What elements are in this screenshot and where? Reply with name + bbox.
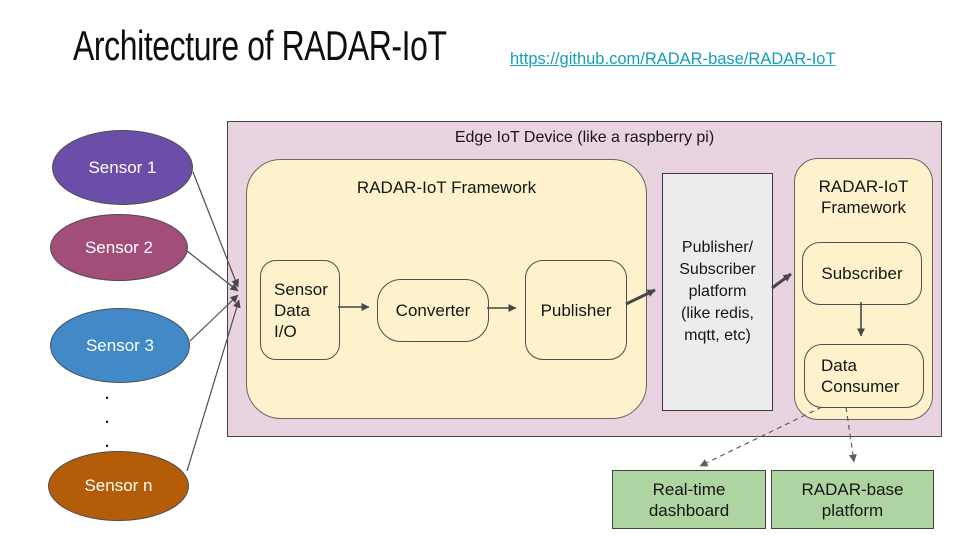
framework-right-label: RADAR-IoT Framework bbox=[818, 177, 909, 217]
converter-label: Converter bbox=[395, 301, 471, 320]
radar-iot-framework-right: RADAR-IoT Framework Subscriber Data Cons… bbox=[794, 158, 933, 420]
sensor-ellipsis-dots: . . . bbox=[104, 379, 111, 452]
data-consumer-node: Data Consumer bbox=[804, 344, 924, 408]
sensor-n-label: Sensor n bbox=[84, 476, 153, 495]
publisher-label: Publisher bbox=[540, 300, 612, 320]
framework-left-label: RADAR-IoT Framework bbox=[356, 178, 537, 197]
converter-node: Converter bbox=[377, 279, 489, 342]
sensor-1-label: Sensor 1 bbox=[88, 157, 157, 177]
sensor-data-io-label: Sensor Data I/O bbox=[274, 279, 328, 341]
sensor-2-label: Sensor 2 bbox=[84, 237, 154, 257]
pubsub-platform-label: Publisher/ Subscriber platform (like red… bbox=[679, 239, 756, 344]
data-consumer-label: Data Consumer bbox=[821, 356, 900, 396]
page-title: Architecture of RADAR-IoT bbox=[73, 22, 447, 69]
sensor-data-io-node: Sensor Data I/O bbox=[260, 260, 340, 360]
github-link[interactable]: https://github.com/RADAR-base/RADAR-IoT bbox=[510, 50, 836, 68]
subscriber-label: Subscriber bbox=[821, 264, 903, 283]
radar-base-platform-box: RADAR-base platform bbox=[771, 470, 934, 529]
pubsub-platform-box: Publisher/ Subscriber platform (like red… bbox=[662, 173, 773, 411]
radar-iot-framework-left: RADAR-IoT Framework Sensor Data I/O Conv… bbox=[246, 159, 647, 419]
publisher-node: Publisher bbox=[525, 260, 627, 360]
sensor-2-ellipse: Sensor 2 bbox=[50, 214, 188, 281]
edge-iot-device-container: Edge IoT Device (like a raspberry pi) RA… bbox=[227, 121, 942, 437]
sensor-3-label: Sensor 3 bbox=[85, 335, 155, 355]
edge-iot-device-label: Edge IoT Device (like a raspberry pi) bbox=[454, 129, 715, 146]
realtime-dashboard-box: Real-time dashboard bbox=[612, 470, 766, 529]
sensor-n-ellipse: Sensor n bbox=[48, 451, 189, 521]
sensor-1-ellipse: Sensor 1 bbox=[52, 130, 193, 205]
sensor-3-ellipse: Sensor 3 bbox=[50, 308, 190, 383]
realtime-dashboard-label: Real-time dashboard bbox=[648, 479, 730, 520]
radar-base-platform-label: RADAR-base platform bbox=[801, 479, 904, 520]
subscriber-node: Subscriber bbox=[802, 242, 922, 305]
